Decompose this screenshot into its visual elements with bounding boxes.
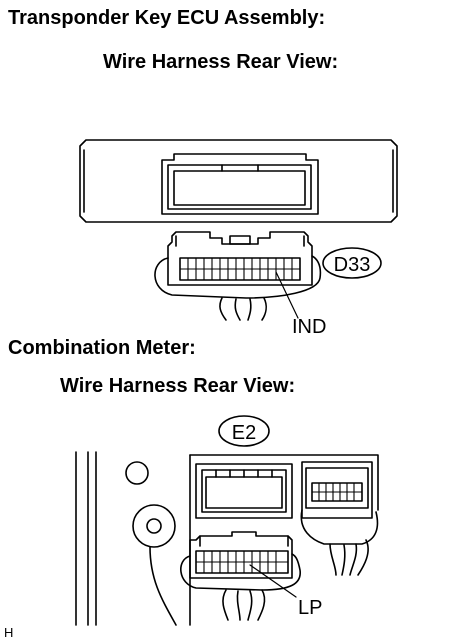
meter-frame [75,451,379,626]
connector-e2-right [300,461,379,576]
section-1-title: Transponder Key ECU Assembly: [8,7,326,29]
connector-e2-lower [180,531,301,621]
ecu-housing [79,139,398,223]
ecu-receptacle [161,153,319,215]
section-1-subtitle: Wire Harness Rear View: [103,51,339,73]
terminal-lp-label: LP [298,597,322,619]
meter-receptacle-left [195,463,293,519]
connector-d33-label: D33 [334,254,371,276]
connector-d33 [154,231,382,321]
connector-e2-label: E2 [232,422,256,444]
section-2-subtitle: Wire Harness Rear View: [60,375,296,397]
section-2-title: Combination Meter: [8,337,196,359]
footer-code: H [4,625,14,640]
terminal-ind-label: IND [292,316,326,338]
connector-e2-bubble [218,415,270,447]
